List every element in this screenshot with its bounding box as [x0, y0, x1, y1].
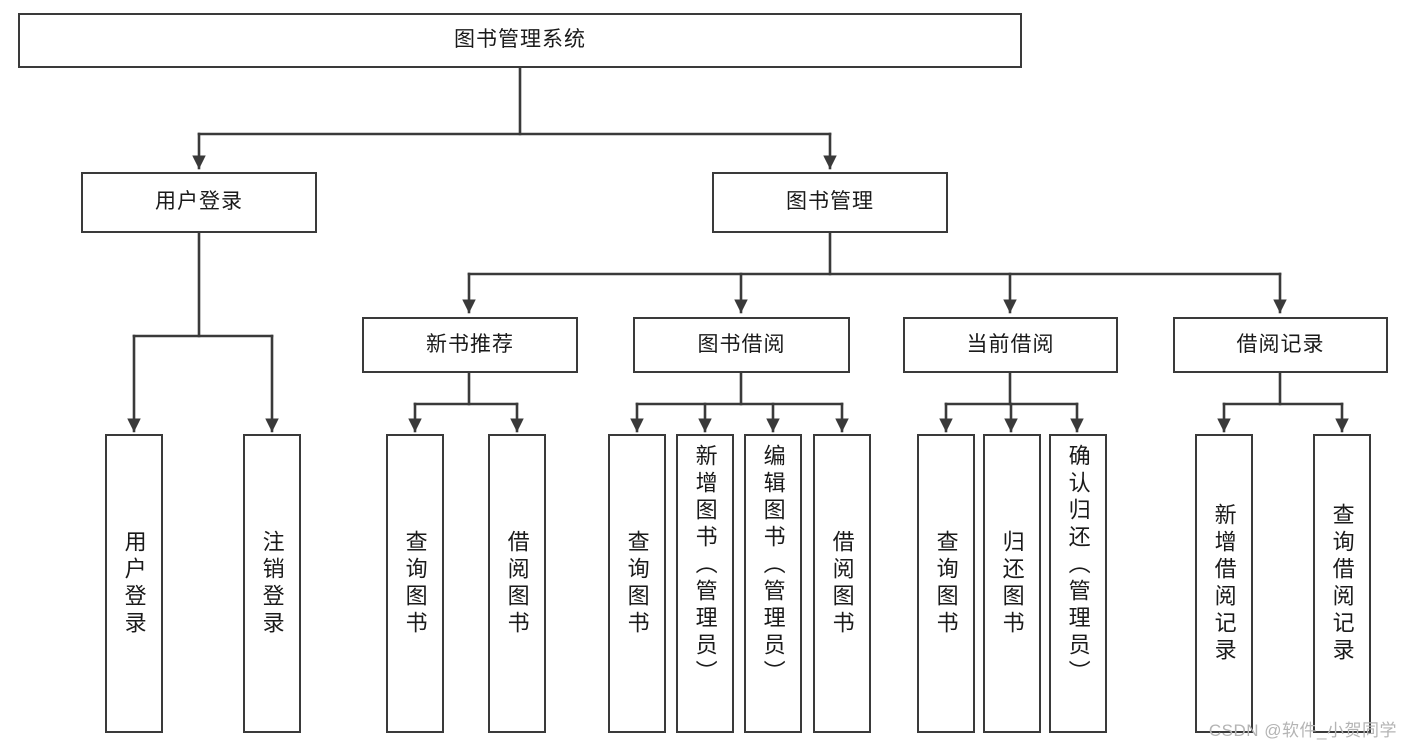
node-leaf-query-book-2[interactable]: 查询图书: [608, 434, 666, 733]
node-user-login-label: 用户登录: [155, 190, 243, 214]
node-leaf-add-record-label: 新增借阅记录: [1211, 502, 1237, 665]
node-leaf-return-book[interactable]: 归还图书: [983, 434, 1041, 733]
node-current-borrow-label: 当前借阅: [966, 332, 1055, 356]
node-leaf-borrow-book-1-label: 借阅图书: [504, 529, 530, 638]
node-root[interactable]: 图书管理系统: [18, 13, 1022, 68]
node-leaf-add-book[interactable]: 新增图书（管理员）: [676, 434, 734, 733]
node-book-manage-label: 图书管理: [786, 190, 874, 214]
node-leaf-return-book-label: 归还图书: [999, 529, 1025, 638]
node-new-book-recommend-label: 新书推荐: [426, 332, 514, 356]
node-leaf-borrow-book-2-label: 借阅图书: [829, 529, 855, 638]
node-book-borrow[interactable]: 图书借阅: [633, 317, 850, 373]
node-leaf-query-book-1[interactable]: 查询图书: [386, 434, 444, 733]
node-leaf-confirm-return-label: 确认归还（管理员）: [1065, 444, 1091, 687]
node-borrow-record-label: 借阅记录: [1236, 332, 1325, 356]
node-leaf-edit-book-label: 编辑图书（管理员）: [760, 444, 786, 687]
node-leaf-edit-book[interactable]: 编辑图书（管理员）: [744, 434, 802, 733]
node-leaf-user-login[interactable]: 用户登录: [105, 434, 163, 733]
node-leaf-query-book-1-label: 查询图书: [402, 529, 428, 638]
node-leaf-user-login-label: 用户登录: [121, 529, 147, 638]
node-leaf-query-book-3[interactable]: 查询图书: [917, 434, 975, 733]
node-leaf-logout-login[interactable]: 注销登录: [243, 434, 301, 733]
node-book-borrow-label: 图书借阅: [697, 332, 786, 356]
node-borrow-record[interactable]: 借阅记录: [1173, 317, 1388, 373]
node-leaf-add-book-label: 新增图书（管理员）: [692, 444, 718, 687]
node-leaf-query-book-3-label: 查询图书: [933, 529, 959, 638]
node-leaf-borrow-book-2[interactable]: 借阅图书: [813, 434, 871, 733]
node-book-manage[interactable]: 图书管理: [712, 172, 948, 233]
node-new-book-recommend[interactable]: 新书推荐: [362, 317, 578, 373]
node-root-label: 图书管理系统: [454, 28, 586, 52]
node-current-borrow[interactable]: 当前借阅: [903, 317, 1118, 373]
node-leaf-confirm-return[interactable]: 确认归还（管理员）: [1049, 434, 1107, 733]
node-leaf-query-book-2-label: 查询图书: [624, 529, 650, 638]
node-leaf-borrow-book-1[interactable]: 借阅图书: [488, 434, 546, 733]
node-user-login[interactable]: 用户登录: [81, 172, 317, 233]
node-leaf-query-record[interactable]: 查询借阅记录: [1313, 434, 1371, 733]
node-leaf-add-record[interactable]: 新增借阅记录: [1195, 434, 1253, 733]
node-leaf-query-record-label: 查询借阅记录: [1329, 502, 1355, 665]
node-leaf-logout-login-label: 注销登录: [259, 529, 285, 638]
